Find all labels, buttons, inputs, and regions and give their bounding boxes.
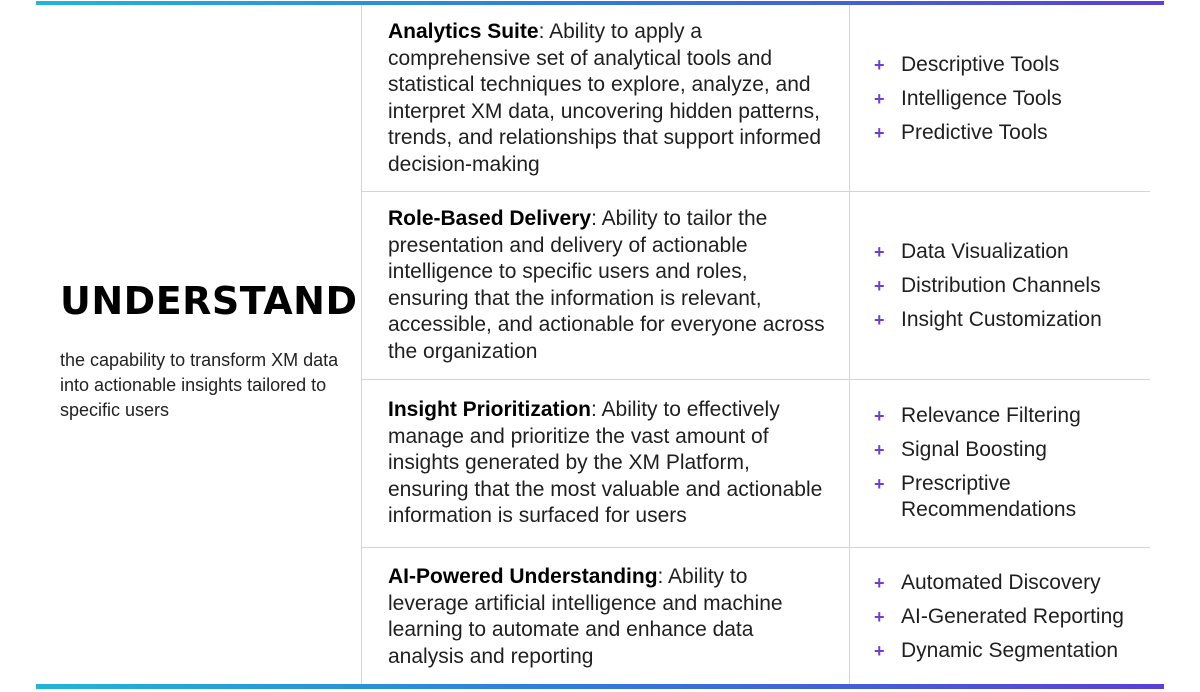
plus-icon: + [874,440,885,460]
feature-list: + Relevance Filtering + Signal Boosting + P… [874,403,1144,531]
feature-item: + Signal Boosting [874,437,1144,463]
plus-icon: + [874,55,885,75]
plus-icon: + [874,276,885,296]
feature-item: + AI-Generated Reporting [874,604,1144,630]
feature-item: + Distribution Channels [874,273,1144,299]
feature-label: Distribution Channels [901,274,1101,297]
feature-item: + Dynamic Segmentation [874,638,1144,664]
feature-label: Insight Customization [901,308,1102,331]
feature-list: + Automated Discovery + AI-Generated Repor… [874,570,1144,672]
column-divider [849,5,850,684]
category-subtitle: the capability to transform XM data into… [60,350,339,420]
capability-row: Role-Based Delivery: Ability to tailor t… [362,192,1150,379]
feature-label: Prescriptive Recommendations [901,472,1077,521]
feature-item: + Data Visualization [874,239,1144,265]
plus-icon: + [874,310,885,330]
capability-text: : Ability to tailor the presentation and… [388,207,825,363]
plus-icon: + [874,123,885,143]
feature-item: + Insight Customization [874,307,1144,333]
capability-term: Analytics Suite [388,20,539,43]
category-panel: UNDERSTAND the capability to transform X… [60,279,358,423]
capability-description: Insight Prioritization: Ability to effec… [388,397,828,530]
feature-item: + Relevance Filtering [874,403,1144,429]
capability-text: : Ability to apply a comprehensive set o… [388,20,822,176]
feature-label: Descriptive Tools [901,53,1060,76]
plus-icon: + [874,607,885,627]
plus-icon: + [874,89,885,109]
bottom-gradient-bar [36,684,1164,689]
capability-text: : Ability to leverage artificial intelli… [388,565,783,668]
plus-icon: + [874,641,885,661]
capability-row: AI-Powered Understanding: Ability to lev… [362,548,1150,684]
feature-label: Relevance Filtering [901,404,1081,427]
feature-label: AI-Generated Reporting [901,605,1124,628]
capability-description: Analytics Suite: Ability to apply a comp… [388,19,828,179]
feature-label: Automated Discovery [901,571,1101,594]
feature-item: + Descriptive Tools [874,52,1144,78]
feature-item: + Intelligence Tools [874,86,1144,112]
feature-label: Dynamic Segmentation [901,639,1119,662]
capability-term: Role-Based Delivery [388,207,592,230]
feature-label: Data Visualization [901,240,1069,263]
feature-list: + Data Visualization + Distribution Channe… [874,239,1144,341]
feature-item: + Prescriptive Recommendations [874,471,1104,523]
feature-label: Intelligence Tools [901,87,1062,110]
row-divider [362,191,1150,192]
capability-term: AI-Powered Understanding [388,565,658,588]
plus-icon: + [874,573,885,593]
feature-label: Predictive Tools [901,121,1048,144]
feature-item: + Automated Discovery [874,570,1144,596]
row-divider [362,547,1150,548]
top-gradient-bar [36,1,1164,5]
capability-text: : Ability to effectively manage and prio… [388,398,823,528]
plus-icon: + [874,242,885,262]
feature-list: + Descriptive Tools + Intelligence Tools +… [874,52,1144,154]
capability-row: Insight Prioritization: Ability to effec… [362,380,1150,547]
capability-description: Role-Based Delivery: Ability to tailor t… [388,206,828,366]
capability-term: Insight Prioritization [388,398,591,421]
plus-icon: + [874,474,885,494]
feature-label: Signal Boosting [901,438,1047,461]
row-divider [362,379,1150,380]
column-divider [361,5,362,684]
capability-row: Analytics Suite: Ability to apply a comp… [362,5,1150,191]
category-title: UNDERSTAND [60,279,358,323]
capability-description: AI-Powered Understanding: Ability to lev… [388,564,828,670]
plus-icon: + [874,406,885,426]
feature-item: + Predictive Tools [874,120,1144,146]
